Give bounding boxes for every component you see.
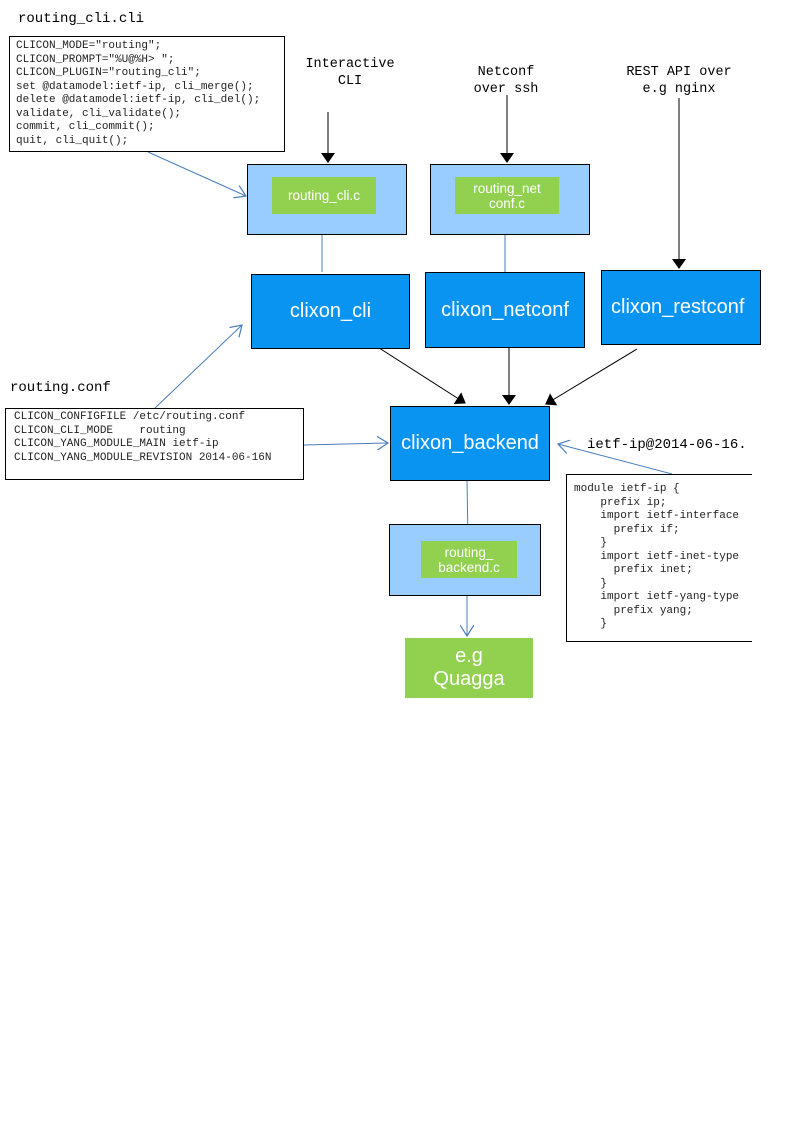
link-conf-cli	[154, 325, 242, 409]
netconf-caption: Netconf over ssh	[473, 65, 539, 97]
restapi-caption: REST API over e.g nginx	[626, 65, 732, 97]
interactive-cli-caption: Interactive CLI	[305, 57, 395, 89]
code-line: CLICON_MODE="routing";	[16, 40, 162, 52]
code-line: import ietf-yang-type	[574, 591, 740, 603]
code-line: delete @datamodel:ietf-ip, cli_del();	[16, 94, 261, 106]
code-line: prefix inet;	[574, 564, 693, 576]
link-yang-backend	[558, 444, 673, 475]
code-line: commit, cli_commit();	[16, 121, 155, 133]
code-line: CLICON_CONFIGFILE /etc/routing.conf	[14, 411, 246, 423]
arrow-cli-backend	[375, 345, 466, 405]
code-line: import ietf-inet-type	[574, 550, 740, 563]
code-line: CLICON_YANG_MODULE_MAIN ietf-ip	[14, 438, 219, 450]
yang-title: ietf-ip@2014-06-16.	[587, 437, 747, 453]
code-line: }	[574, 577, 608, 590]
arrow-restconf-backend	[545, 348, 638, 406]
code-line: CLICON_CLI_MODE routing	[14, 424, 186, 437]
code-line: prefix yang;	[574, 604, 693, 617]
cli-spec-code: CLICON_MODE="routing";CLICON_PROMPT="%U@…	[9, 36, 285, 152]
code-line: }	[574, 618, 608, 630]
code-line: }	[574, 537, 608, 549]
clixon-backend: clixon_backend	[390, 406, 550, 481]
cli-plugin: routing_cli.c	[272, 177, 376, 214]
quagga-target: e.g Quagga	[405, 638, 533, 698]
link-clispec-plugin	[147, 151, 246, 196]
cli-spec-title: routing_cli.cli	[18, 11, 145, 27]
code-line: quit, cli_quit();	[16, 134, 129, 147]
code-line: CLICON_PROMPT="%U@%H> ";	[16, 53, 175, 66]
code-line: import ietf-interface	[574, 510, 740, 522]
backend-plugin: routing_ backend.c	[421, 541, 517, 578]
clixon-cli: clixon_cli	[251, 274, 410, 349]
code-line: module ietf-ip {	[574, 483, 680, 495]
code-line: prefix if;	[574, 523, 680, 536]
code-line: CLICON_PLUGIN="routing_cli";	[16, 67, 201, 79]
clixon-netconf: clixon_netconf	[425, 272, 585, 348]
page-clip	[752, 430, 794, 660]
clixon-restconf: clixon_restconf	[601, 270, 761, 345]
netconf-plugin: routing_net conf.c	[455, 177, 559, 214]
code-line: prefix ip;	[574, 496, 667, 509]
link-conf-backend	[302, 443, 388, 445]
config-title: routing.conf	[10, 380, 111, 396]
code-line: validate, cli_validate();	[16, 107, 182, 120]
code-line: CLICON_YANG_MODULE_REVISION 2014-06-16N	[14, 451, 272, 464]
code-line: set @datamodel:ietf-ip, cli_merge();	[16, 80, 254, 93]
